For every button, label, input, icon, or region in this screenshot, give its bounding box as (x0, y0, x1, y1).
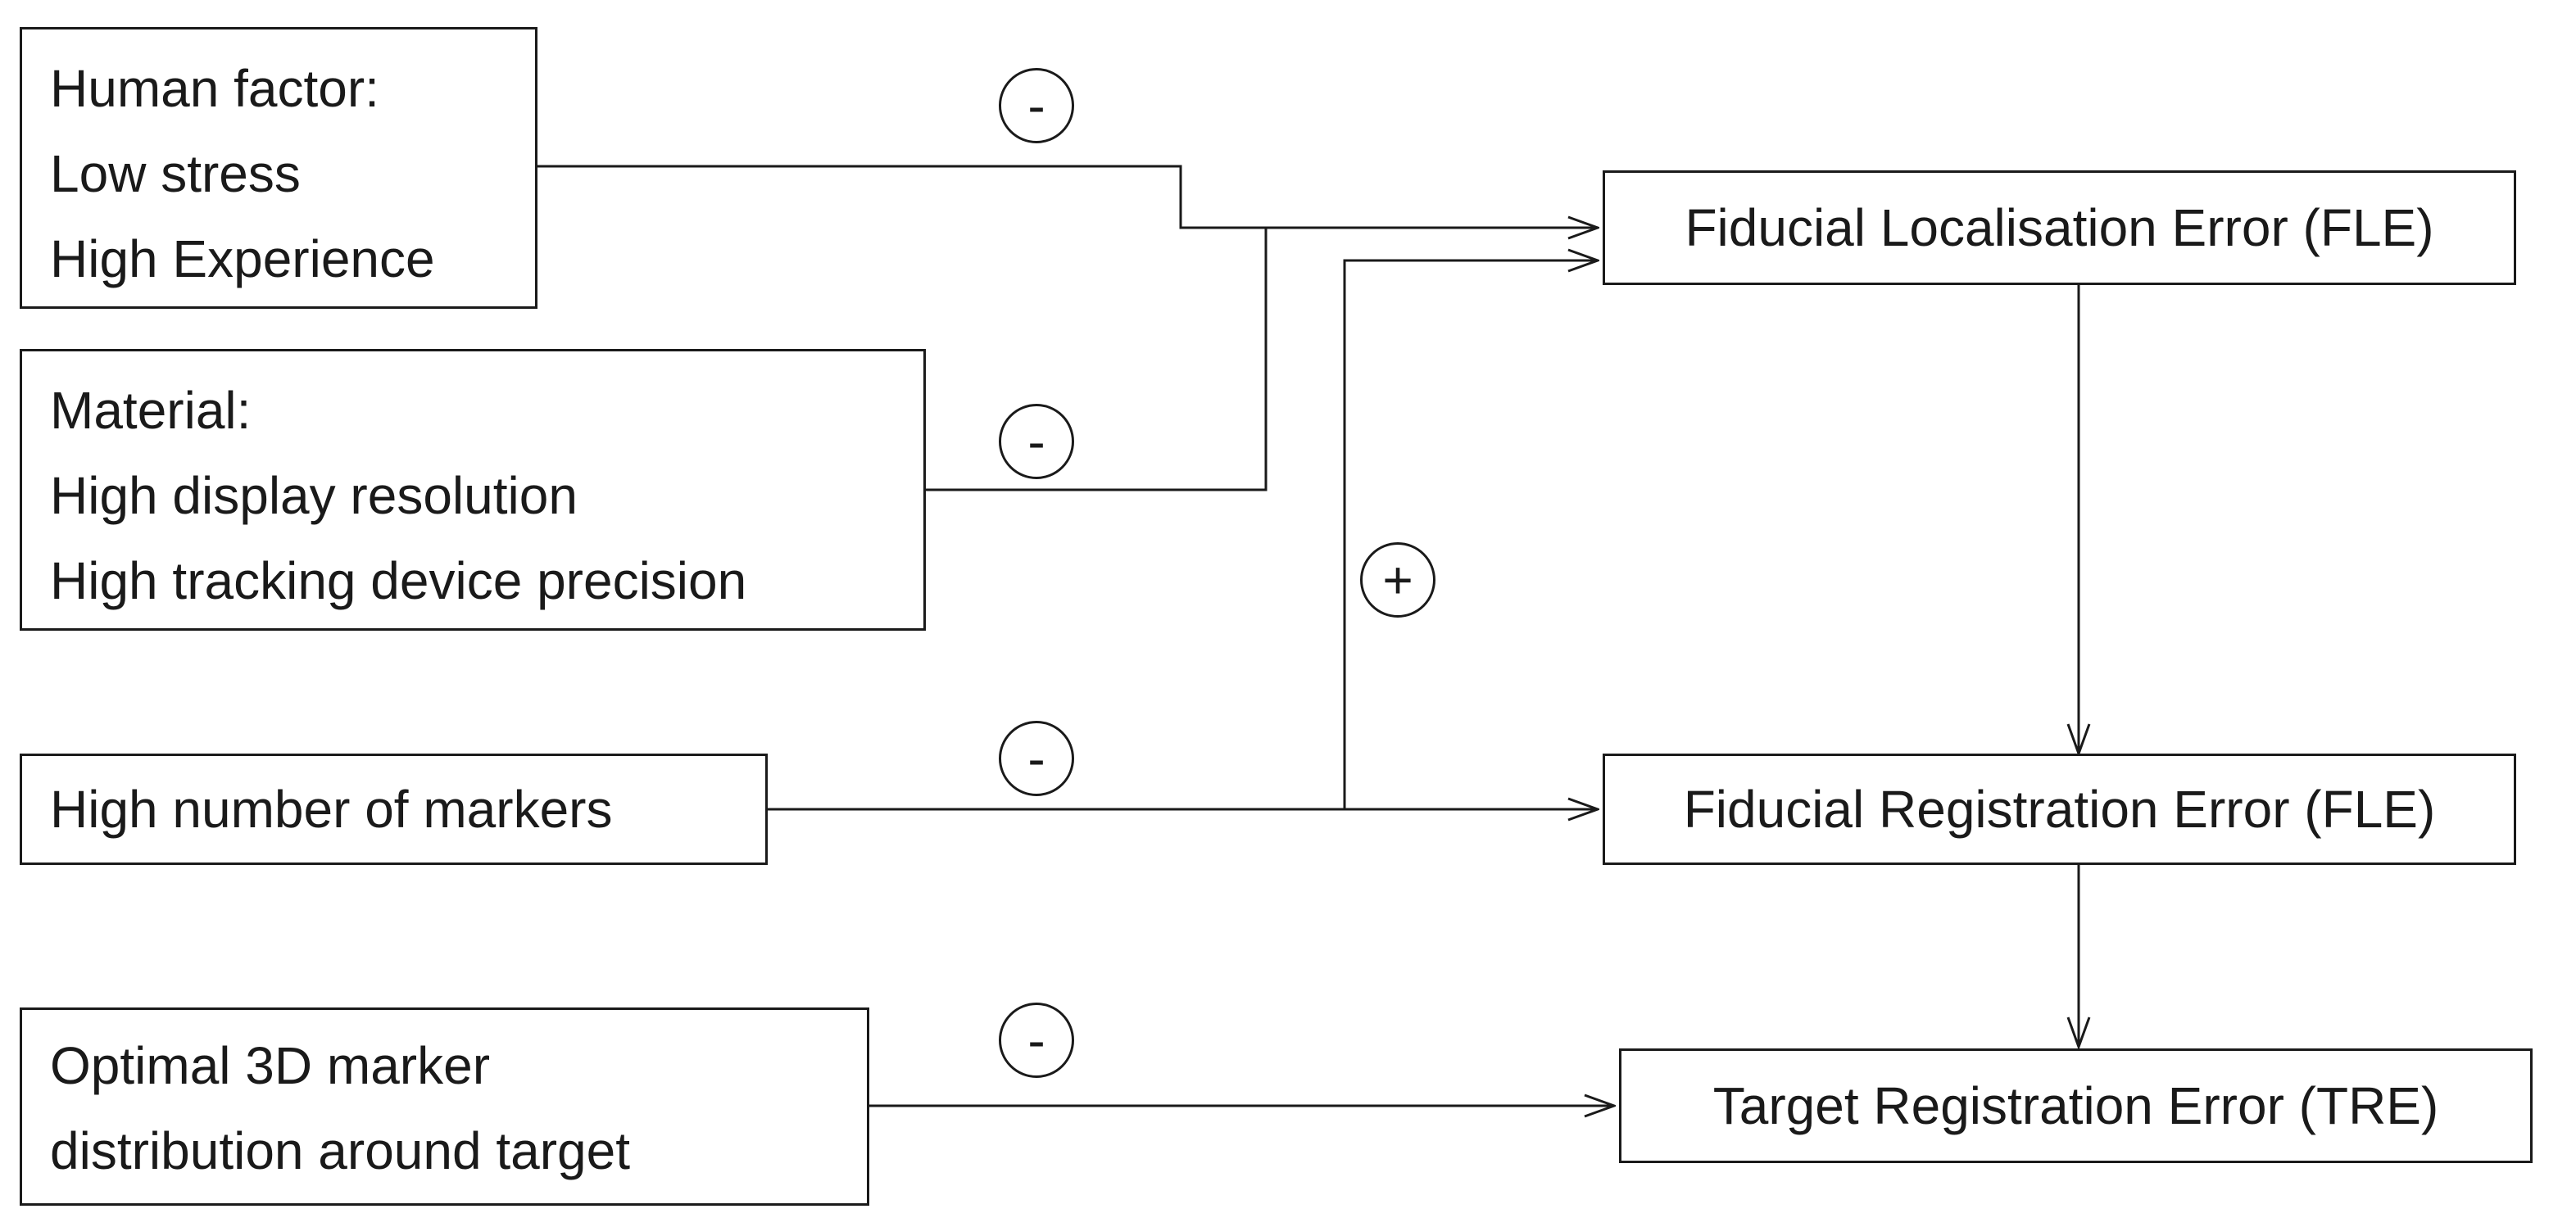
edge-material-to-fle (926, 228, 1268, 491)
human-factor-line-1: Low stress (50, 144, 301, 203)
distribution-line-1: Optimal 3D marker (50, 1036, 490, 1095)
fle-label: Fiducial Localisation Error (FLE) (1685, 198, 2434, 257)
tre-box: Target Registration Error (TRE) (1619, 1048, 2533, 1163)
material-line-2: High tracking device precision (50, 551, 747, 610)
human-factor-heading: Human factor: (50, 59, 379, 118)
distribution-line-2: distribution around target (50, 1121, 630, 1180)
human-factor-line-2: High Experience (50, 229, 435, 288)
tre-label: Target Registration Error (TRE) (1712, 1076, 2439, 1135)
distribution-box: Optimal 3D marker distribution around ta… (20, 1007, 869, 1206)
markers-box: High number of markers (20, 754, 768, 865)
material-heading: Material: (50, 381, 252, 440)
fle-box: Fiducial Localisation Error (FLE) (1603, 170, 2516, 285)
material-line-1: High display resolution (50, 466, 578, 525)
edge-human-factor-to-fle (537, 165, 1598, 228)
material-box: Material: High display resolution High t… (20, 349, 926, 631)
markers-label: High number of markers (50, 780, 613, 839)
fre-label: Fiducial Registration Error (FLE) (1683, 780, 2436, 839)
sign-material: - (999, 404, 1074, 479)
sign-markers-to-fre: - (999, 721, 1074, 796)
fre-box: Fiducial Registration Error (FLE) (1603, 754, 2516, 865)
human-factor-box: Human factor: Low stress High Experience (20, 27, 537, 309)
sign-distribution: - (999, 1003, 1074, 1078)
sign-human-factor: - (999, 68, 1074, 143)
edge-markers-to-fle (1343, 260, 1598, 809)
sign-markers-to-fle: + (1360, 542, 1435, 618)
